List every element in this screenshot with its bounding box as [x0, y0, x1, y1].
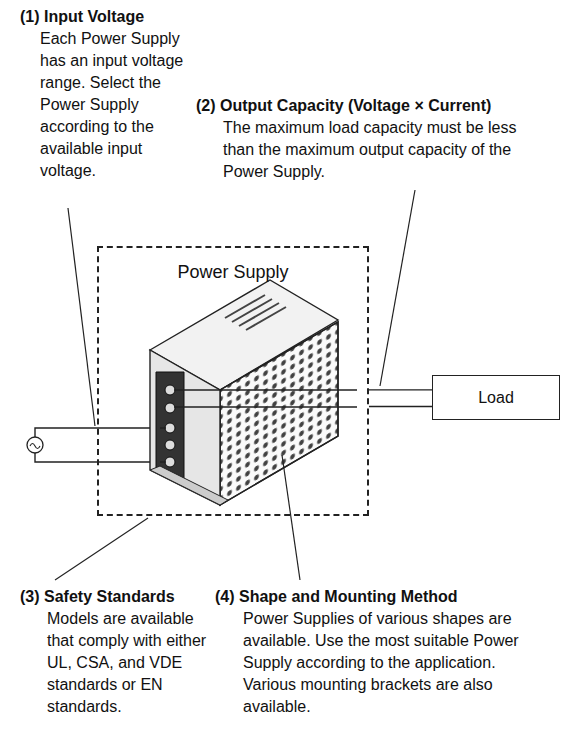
- boundary-label: Power Supply: [99, 248, 367, 283]
- callout-heading: (2) Output Capacity (Voltage × Current): [196, 95, 491, 117]
- leader-lines: [55, 190, 415, 580]
- callout-heading: (4) Shape and Mounting Method: [215, 586, 458, 608]
- terminal-block: [156, 372, 184, 482]
- callout-heading: (3) Safety Standards: [20, 586, 175, 608]
- load-label: Load: [478, 389, 514, 407]
- load-box: Load: [432, 375, 560, 420]
- callout-text: Each Power Supply has an input voltage r…: [40, 28, 192, 182]
- ac-source: [27, 437, 43, 453]
- callout-text: Models are available that comply with ei…: [47, 608, 209, 718]
- callout-text: The maximum load capacity must be less t…: [223, 117, 543, 183]
- output-wire: [174, 390, 357, 407]
- dashed-boundary: Power Supply: [97, 246, 369, 516]
- callout-heading: (1) Input Voltage: [20, 6, 144, 28]
- output-wire-pair: [369, 390, 432, 407]
- callout-text: Power Supplies of various shapes are ava…: [243, 608, 553, 718]
